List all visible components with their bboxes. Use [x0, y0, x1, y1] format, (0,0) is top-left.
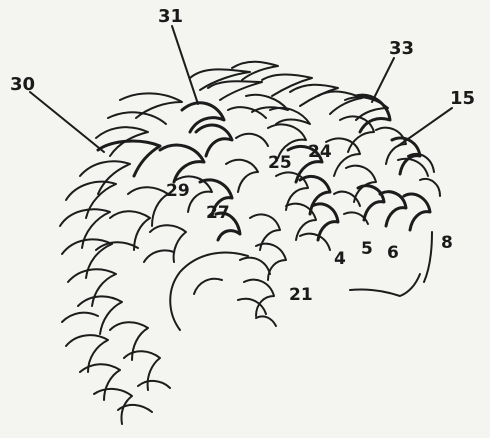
label-5: 5 [361, 239, 373, 259]
label-25: 25 [268, 153, 292, 173]
leader-33 [372, 58, 394, 102]
label-29: 29 [166, 181, 190, 201]
label-21: 21 [289, 285, 313, 305]
callout-labels: 30 31 33 15 25 24 29 27 4 5 6 8 21 [10, 6, 475, 305]
leader-15 [398, 108, 452, 146]
label-27: 27 [206, 203, 230, 223]
label-4: 4 [334, 249, 346, 269]
label-31: 31 [158, 6, 183, 27]
label-6: 6 [387, 243, 399, 263]
label-33: 33 [389, 38, 414, 59]
leader-30 [30, 92, 104, 152]
hair-locks [30, 26, 452, 424]
leader-31 [172, 26, 198, 104]
label-15: 15 [450, 88, 475, 109]
label-30: 30 [10, 74, 35, 95]
label-8: 8 [441, 233, 453, 253]
label-24: 24 [308, 142, 332, 162]
